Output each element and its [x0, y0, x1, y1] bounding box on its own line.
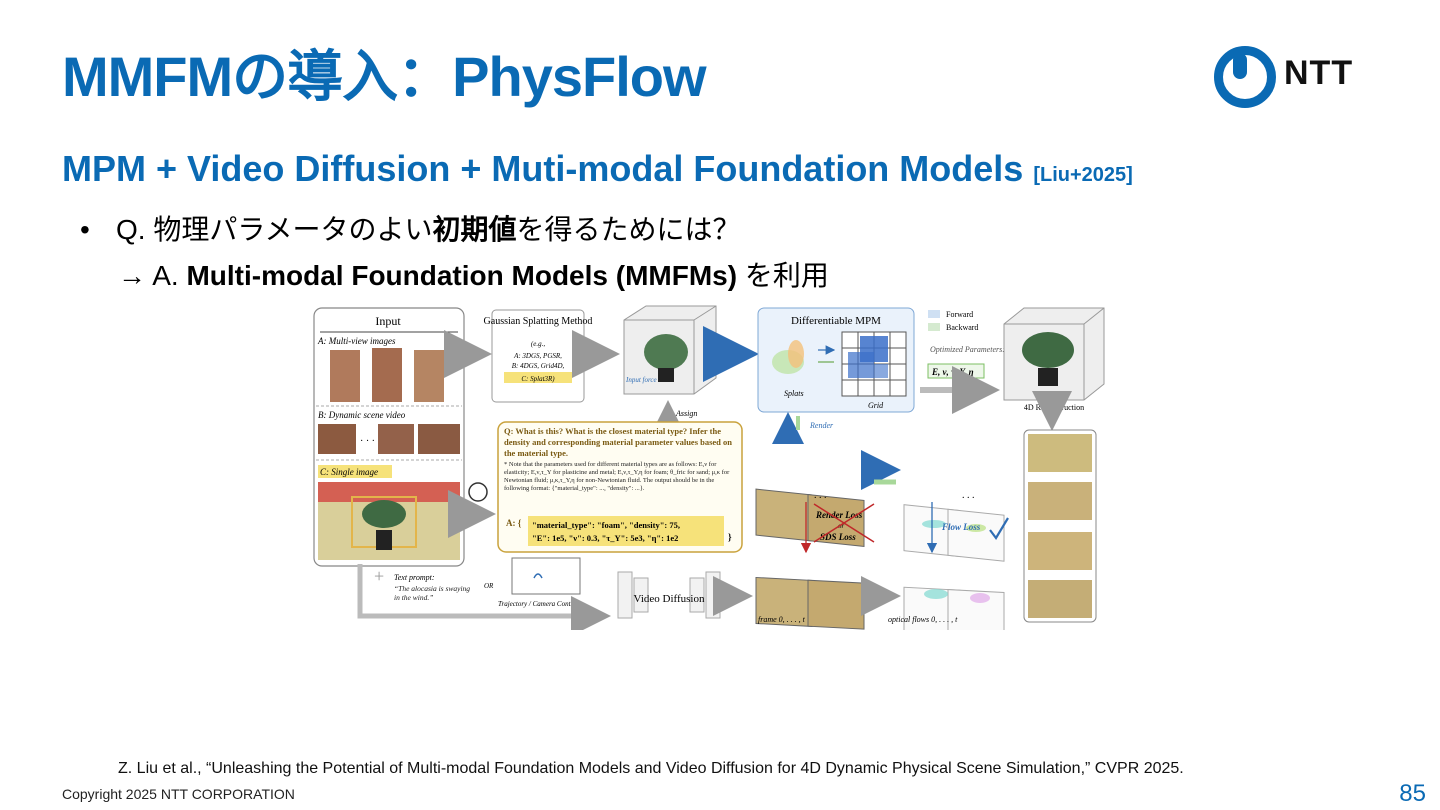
video-ellipsis: · · ·: [360, 436, 375, 447]
answer-highlight: [528, 516, 724, 546]
flow-frame-2: [947, 508, 1005, 562]
input-c-highlight: [318, 465, 392, 478]
or-label: OR: [484, 582, 494, 590]
trajectory-box: [511, 557, 581, 595]
params-text: E, ν, τ_Y, η: [931, 367, 974, 377]
result-frame-3: [1028, 532, 1092, 570]
mpm-grid-icon: [841, 331, 907, 397]
results-column: [1023, 429, 1097, 623]
bullet-dot-icon: •: [80, 214, 90, 245]
physflow-diagram: Input A: Multi-view images B: Dynamic sc…: [308, 302, 1130, 640]
question-bullet: • Q. 物理パラメータのよい初期値を得るためには？: [80, 208, 741, 248]
trajectory-label: Trajectory / Camera Control: [498, 600, 578, 608]
rendered-ellipsis: . . .: [814, 490, 827, 501]
slide-subtitle: MPM + Video Diffusion + Muti-modal Found…: [62, 148, 1133, 190]
question-pre: Q. 物理パラメータのよい: [116, 214, 433, 245]
gs-a: A: 3DGS, PGSR,: [513, 352, 562, 360]
flow-ellipsis: . . .: [962, 490, 975, 501]
trajectory-icon: [533, 573, 543, 579]
copyright: Copyright 2025 NTT CORPORATION: [62, 786, 295, 802]
gs-b: B: 4DGS, Grid4D,: [512, 362, 565, 370]
cube-plant-icon: [644, 334, 688, 370]
query-note: * Note that the parameters used for diff…: [504, 461, 730, 492]
gs-title: Gaussian Splatting Method: [484, 316, 593, 327]
input-b-label: B: Dynamic scene video: [318, 410, 406, 420]
video-frame-2: [378, 424, 414, 454]
ntt-logo-ring-icon: [1214, 46, 1276, 108]
answer-close: }: [728, 532, 732, 542]
result-frame-1: [1028, 434, 1092, 472]
text-prompt-label: Text prompt:: [394, 573, 435, 582]
prompt-text: “The alocasia is swaying in the wind.”: [394, 584, 471, 602]
slide-title: MMFMの導入：PhysFlow: [62, 45, 707, 108]
multiview-image-2: [372, 348, 402, 402]
optimized-label: Optimized Parameters:: [930, 345, 1005, 354]
subtitle-text: MPM + Video Diffusion + Muti-modal Found…: [62, 148, 1024, 189]
answer-line-1: "material_type": "foam", "density": 75,: [532, 520, 680, 530]
video-diffusion-label: Video Diffusion: [634, 593, 705, 605]
ntt-logo: NTT: [1212, 44, 1372, 108]
gs-c: C: Splat3R): [521, 375, 555, 383]
legend-backward-swatch: [928, 323, 940, 331]
physflow-diagram-svg: Input A: Multi-view images B: Dynamic sc…: [313, 305, 1105, 640]
video-frame-3: [418, 424, 460, 454]
query-question: Q: What is this? What is the closest mat…: [504, 426, 733, 458]
plus-icon: +: [374, 566, 384, 586]
flow-label: optical flows 0, . . . , t: [888, 615, 958, 624]
input-c-label: C: Single image: [320, 467, 378, 477]
render-loss-label: Render Loss: [815, 510, 863, 520]
citation: Z. Liu et al., “Unleashing the Potential…: [118, 760, 1184, 777]
recon-plant-icon: [1022, 332, 1074, 368]
chatgpt-icon: [468, 482, 488, 502]
render-label: Render: [809, 421, 834, 430]
question-post: を得るためには？: [516, 214, 741, 245]
sds-loss-label: SDS Loss: [820, 532, 856, 542]
rendered-frame-1: [755, 488, 813, 542]
video-frame-1: [318, 424, 356, 454]
input-title: Input: [375, 314, 401, 328]
legend-forward-swatch: [928, 310, 940, 318]
mpm-title: Differentiable MPM: [791, 315, 881, 327]
generated-frame-2: [807, 579, 865, 630]
multiview-image-1: [330, 350, 360, 402]
arrow-prompt-diffusion: [357, 564, 611, 636]
render-loss-or: or: [838, 522, 845, 530]
plant-leaves-icon: [362, 500, 406, 528]
answer-pre: → A.: [118, 260, 187, 291]
answer-line: → A. Multi-modal Foundation Models (MMFM…: [118, 254, 829, 294]
answer-post: を利用: [737, 260, 829, 291]
answer-label: A: {: [506, 518, 522, 528]
ntt-logo-text: NTT: [1284, 54, 1354, 92]
input-force-label: Input force: [625, 376, 657, 384]
gs-eg: (e.g.,: [531, 340, 545, 348]
assign-label: Assign: [675, 409, 697, 418]
check-icon: [989, 517, 1009, 540]
result-frame-4: [1028, 580, 1092, 618]
ntt-logo-dot-icon: [1233, 53, 1247, 79]
rendered-frame-2: [807, 493, 865, 547]
answer-bold: Multi-modal Foundation Models (MMFMs): [186, 260, 738, 291]
page-number: 85: [1399, 780, 1426, 807]
splats-label: Splats: [784, 389, 804, 398]
question-bold: 初期値: [432, 214, 517, 245]
multiview-image-3: [414, 350, 444, 402]
flow-loss-label: Flow Loss: [941, 522, 981, 532]
subtitle-reference: [Liu+2025]: [1033, 164, 1133, 186]
input-a-label: A: Multi-view images: [317, 336, 396, 346]
grid-label: Grid: [868, 401, 884, 410]
result-frame-2: [1028, 482, 1092, 520]
frame-label: frame 0, . . . , t: [758, 615, 806, 624]
answer-line-2: "E": 1e5, "ν": 0.3, "τ_Y": 5e3, "η": 1e2: [532, 533, 678, 543]
recon-label: 4D Reconstruction: [1024, 403, 1084, 412]
legend-backward: Backward: [946, 323, 978, 332]
legend-forward: Forward: [946, 310, 973, 319]
plant-pot-icon: [376, 530, 392, 550]
